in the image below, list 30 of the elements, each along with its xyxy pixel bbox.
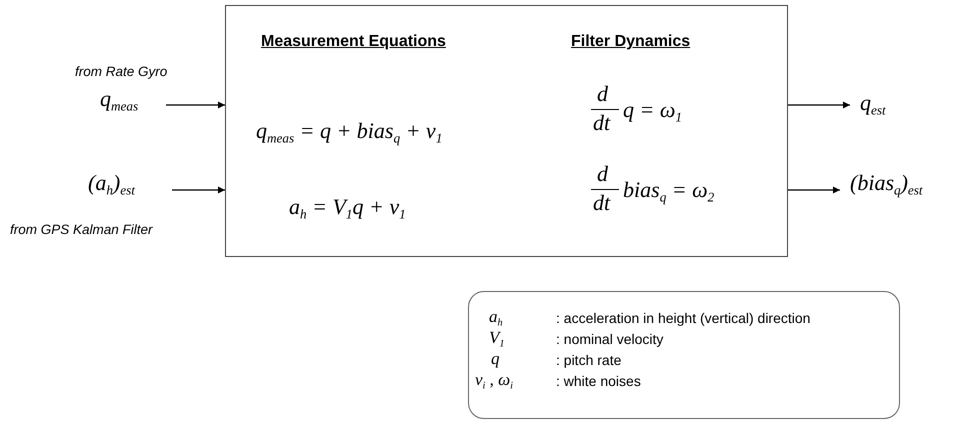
fraction-numerator: d — [597, 163, 608, 185]
symbol: ν$_{i}$ , ω$_{i}$ — [475, 371, 513, 392]
fraction-denominator: dt — [593, 112, 610, 134]
definition-text: : nominal velocity — [556, 331, 664, 347]
equation: q$_{meas}$ = q + bias$_{q}$ + ν$_{1}$ — [256, 120, 442, 145]
arrow — [166, 102, 225, 108]
signal-label: (bias$_{q}$)$_{est}$ — [850, 170, 923, 195]
definitions-box — [468, 291, 900, 419]
signal-label: q$_{est}$ — [860, 90, 886, 115]
arrow — [788, 186, 840, 194]
section-heading: Filter Dynamics — [571, 33, 690, 51]
fraction-numerator: d — [597, 83, 608, 105]
fraction-denominator: dt — [593, 192, 610, 214]
definition-text: : white noises — [556, 373, 641, 389]
filter-block — [225, 5, 788, 257]
equation: q = ω$_{1}$ — [623, 99, 682, 124]
definition-text: : pitch rate — [556, 352, 622, 368]
signal-label: (a$_{h}$)$_{est}$ — [88, 170, 135, 195]
definition-text: : acceleration in height (vertical) direction — [556, 310, 810, 326]
equation: bias$_{q}$ = ω$_{2}$ — [623, 179, 714, 204]
symbol: q — [491, 350, 500, 367]
symbol: a$_{h}$ — [489, 308, 503, 329]
source-note: from GPS Kalman Filter — [10, 222, 153, 237]
signal-label: q$_{meas}$ — [100, 86, 138, 111]
source-note: from Rate Gyro — [75, 64, 168, 79]
arrow — [788, 102, 850, 108]
section-heading: Measurement Equations — [261, 33, 446, 51]
arrow — [172, 186, 225, 194]
equation: a$_{h}$ = V$_{1}$q + ν$_{1}$ — [289, 196, 406, 221]
symbol: V$_{1}$ — [489, 329, 504, 350]
